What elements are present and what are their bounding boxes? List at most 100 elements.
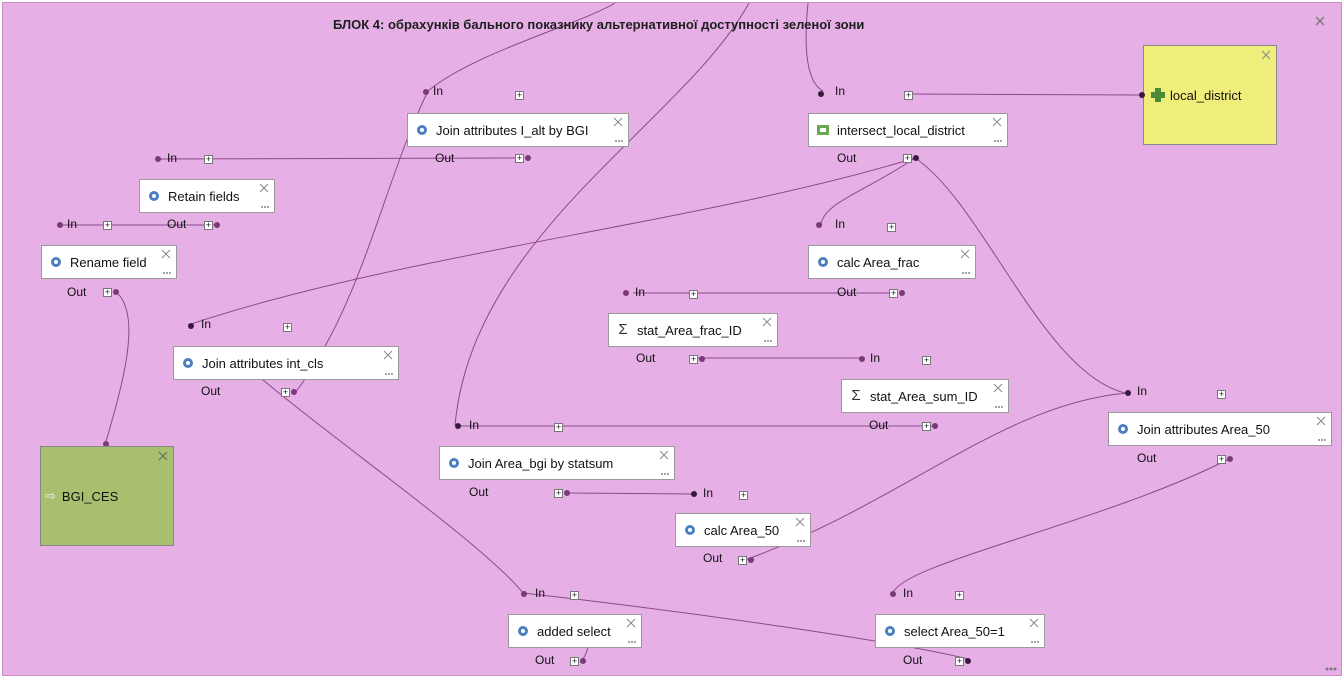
resize-handle-icon[interactable] <box>260 205 270 209</box>
node-stat-area-sum-id[interactable]: Σ stat_Area_sum_ID <box>841 379 1009 413</box>
expand-outputs-button[interactable]: + <box>204 220 213 230</box>
output-port-dot[interactable] <box>899 290 905 296</box>
expand-outputs-button[interactable]: + <box>922 421 931 431</box>
output-port-dot[interactable] <box>291 389 297 395</box>
node-join-attributes-int-cls[interactable]: Join attributes int_cls <box>173 346 399 380</box>
input-port-dot[interactable] <box>57 222 63 228</box>
resize-handle-icon[interactable] <box>796 539 806 543</box>
node-intersect-local-district[interactable]: intersect_local_district <box>808 113 1008 147</box>
expand-inputs-button[interactable]: + <box>515 90 524 100</box>
expand-outputs-button[interactable]: + <box>1217 454 1226 464</box>
input-connector-dot[interactable] <box>1139 92 1145 98</box>
expand-outputs-button[interactable]: + <box>281 387 290 397</box>
output-port-dot[interactable] <box>113 289 119 295</box>
expand-outputs-button[interactable]: + <box>889 288 898 298</box>
close-icon[interactable] <box>1313 14 1327 28</box>
close-icon[interactable] <box>613 117 623 127</box>
input-port-dot[interactable] <box>859 356 865 362</box>
expand-inputs-button[interactable]: + <box>887 222 896 232</box>
output-port-dot[interactable] <box>913 155 919 161</box>
resize-handle-icon[interactable] <box>1325 665 1337 673</box>
input-port-dot[interactable] <box>623 290 629 296</box>
input-port-dot[interactable] <box>455 423 461 429</box>
expand-outputs-button[interactable]: + <box>515 153 524 163</box>
close-icon[interactable] <box>161 249 171 259</box>
node-rename-field[interactable]: Rename field <box>41 245 177 279</box>
input-port-dot[interactable] <box>1125 390 1131 396</box>
input-port-dot[interactable] <box>423 89 429 95</box>
input-port-dot[interactable] <box>818 91 824 97</box>
close-icon[interactable] <box>259 183 269 193</box>
node-join-attributes-i-alt[interactable]: Join attributes I_alt by BGI <box>407 113 629 147</box>
expand-inputs-button[interactable]: + <box>689 289 698 299</box>
resize-handle-icon[interactable] <box>660 472 670 476</box>
node-stat-area-frac-id[interactable]: Σ stat_Area_frac_ID <box>608 313 778 347</box>
resize-handle-icon[interactable] <box>961 271 971 275</box>
output-port-dot[interactable] <box>965 658 971 664</box>
resize-handle-icon[interactable] <box>384 372 394 376</box>
expand-inputs-button[interactable]: + <box>554 422 563 432</box>
node-join-area-bgi[interactable]: Join Area_bgi by statsum <box>439 446 675 480</box>
resize-handle-icon[interactable] <box>614 139 624 143</box>
close-icon[interactable] <box>659 450 669 460</box>
close-icon[interactable] <box>1261 50 1271 60</box>
close-icon[interactable] <box>992 117 1002 127</box>
output-port-dot[interactable] <box>748 557 754 563</box>
expand-outputs-button[interactable]: + <box>554 488 563 498</box>
expand-outputs-button[interactable]: + <box>903 153 912 163</box>
node-calc-area-frac[interactable]: calc Area_frac <box>808 245 976 279</box>
resize-handle-icon[interactable] <box>763 339 773 343</box>
close-icon[interactable] <box>1029 618 1039 628</box>
input-port-dot[interactable] <box>521 591 527 597</box>
output-port-dot[interactable] <box>564 490 570 496</box>
output-node-bgi-ces[interactable]: ⇨ BGI_CES <box>40 446 174 546</box>
resize-handle-icon[interactable] <box>162 271 172 275</box>
close-icon[interactable] <box>960 249 970 259</box>
resize-handle-icon[interactable] <box>1317 438 1327 442</box>
expand-outputs-button[interactable]: + <box>103 287 112 297</box>
resize-handle-icon[interactable] <box>993 139 1003 143</box>
output-port-dot[interactable] <box>580 658 586 664</box>
output-port-dot[interactable] <box>932 423 938 429</box>
expand-outputs-button[interactable]: + <box>570 656 579 666</box>
expand-inputs-button[interactable]: + <box>904 90 913 100</box>
expand-inputs-button[interactable]: + <box>955 590 964 600</box>
expand-outputs-button[interactable]: + <box>738 555 747 565</box>
output-port-dot[interactable] <box>214 222 220 228</box>
node-select-area-50[interactable]: select Area_50=1 <box>875 614 1045 648</box>
node-calc-area-50[interactable]: calc Area_50 <box>675 513 811 547</box>
output-port-dot[interactable] <box>1227 456 1233 462</box>
resize-handle-icon[interactable] <box>1030 640 1040 644</box>
expand-inputs-button[interactable]: + <box>204 154 213 164</box>
close-icon[interactable] <box>158 451 168 461</box>
output-connector-dot[interactable] <box>103 441 109 447</box>
resize-handle-icon[interactable] <box>994 405 1004 409</box>
close-icon[interactable] <box>762 317 772 327</box>
input-port-dot[interactable] <box>155 156 161 162</box>
expand-inputs-button[interactable]: + <box>283 322 292 332</box>
expand-outputs-button[interactable]: + <box>689 354 698 364</box>
node-retain-fields[interactable]: Retain fields <box>139 179 275 213</box>
close-icon[interactable] <box>795 517 805 527</box>
expand-inputs-button[interactable]: + <box>570 590 579 600</box>
close-icon[interactable] <box>626 618 636 628</box>
input-port-dot[interactable] <box>890 591 896 597</box>
input-port-dot[interactable] <box>691 491 697 497</box>
input-port-dot[interactable] <box>816 222 822 228</box>
output-port-dot[interactable] <box>525 155 531 161</box>
close-icon[interactable] <box>383 350 393 360</box>
expand-inputs-button[interactable]: + <box>103 220 112 230</box>
input-node-local-district[interactable]: local_district <box>1143 45 1277 145</box>
expand-outputs-button[interactable]: + <box>955 656 964 666</box>
expand-inputs-button[interactable]: + <box>1217 389 1226 399</box>
node-join-attributes-area-50[interactable]: Join attributes Area_50 <box>1108 412 1332 446</box>
node-added-select[interactable]: added select <box>508 614 642 648</box>
input-port-dot[interactable] <box>188 323 194 329</box>
expand-inputs-button[interactable]: + <box>739 490 748 500</box>
output-port-dot[interactable] <box>699 356 705 362</box>
resize-handle-icon[interactable] <box>627 640 637 644</box>
close-icon[interactable] <box>993 383 1003 393</box>
expand-inputs-button[interactable]: + <box>922 355 931 365</box>
close-icon[interactable] <box>1316 416 1326 426</box>
